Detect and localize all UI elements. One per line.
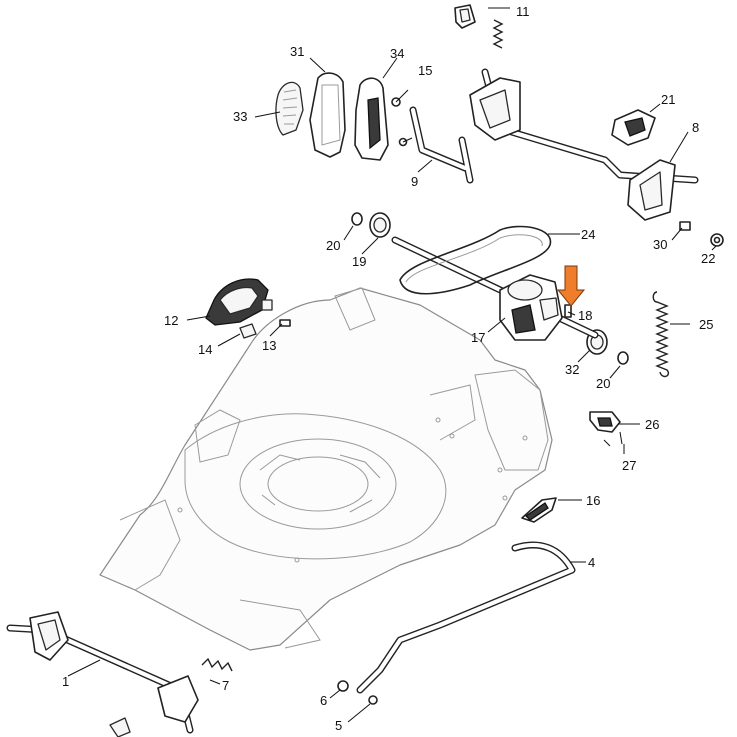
callout-12: 12: [164, 313, 178, 328]
callout-5: 5: [335, 718, 342, 733]
part-27-screws: [603, 431, 623, 447]
part-30-bolt: [679, 221, 691, 231]
callout-16: 16: [586, 493, 600, 508]
part-20-circlip-upper: [351, 212, 363, 226]
part-13-bolt: [279, 319, 291, 327]
callout-6: 6: [320, 693, 327, 708]
part-26-cable-bracket: [589, 411, 621, 433]
callout-labels: 11 31 34 15 33 21 8 9 20 24 30 22 19 25 …: [62, 4, 715, 733]
callout-19: 19: [352, 254, 366, 269]
part-33-handle-grip: [275, 81, 304, 136]
part-19-bearing: [369, 212, 391, 238]
callout-31: 31: [290, 44, 304, 59]
mower-deck: [99, 287, 553, 651]
callout-20-lower: 20: [596, 376, 610, 391]
part-8-height-axle: [469, 68, 699, 221]
part-1-front-axle: [6, 611, 199, 737]
leader-lines: [67, 57, 717, 723]
callout-7: 7: [222, 678, 229, 693]
highlight-arrow-marker: [556, 265, 586, 307]
part-18-key: [564, 304, 572, 318]
callout-14: 14: [198, 342, 212, 357]
callout-4: 4: [588, 555, 595, 570]
callout-20-upper: 20: [326, 238, 340, 253]
callout-21: 21: [661, 92, 675, 107]
part-4-rear-axle: [356, 541, 576, 694]
part-11-clip-spring: [454, 4, 510, 49]
part-16-clip: [521, 497, 557, 523]
callout-1: 1: [62, 674, 69, 689]
part-17-gearbox: [499, 274, 563, 341]
callout-8: 8: [692, 120, 699, 135]
part-6-washer: [337, 680, 349, 692]
callout-15: 15: [418, 63, 432, 78]
part-12-wheel-cover: [205, 278, 273, 326]
part-7-spring: [201, 657, 233, 672]
callout-17: 17: [471, 330, 485, 345]
callout-26: 26: [645, 417, 659, 432]
callout-34: 34: [390, 46, 404, 61]
callout-13: 13: [262, 338, 276, 353]
callout-33: 33: [233, 109, 247, 124]
callout-9: 9: [411, 174, 418, 189]
part-25-tension-spring: [652, 291, 669, 378]
callout-32: 32: [565, 362, 579, 377]
part-34-handle-cover: [354, 77, 389, 161]
callout-24: 24: [581, 227, 595, 242]
callout-22: 22: [701, 251, 715, 266]
part-22-nut: [710, 233, 724, 247]
callout-25: 25: [699, 317, 713, 332]
part-9-lever-rod: [409, 106, 474, 184]
part-15-screws: [391, 89, 413, 147]
callout-11: 11: [516, 4, 530, 19]
part-20-circlip-lower: [617, 351, 629, 365]
part-14-spacer: [239, 323, 257, 339]
part-21-bracket: [611, 103, 661, 146]
callout-30: 30: [653, 237, 667, 252]
callout-27: 27: [622, 458, 636, 473]
callout-18: 18: [578, 308, 592, 323]
part-31-handle-cover: [309, 72, 346, 158]
part-5-bolt: [368, 695, 378, 705]
